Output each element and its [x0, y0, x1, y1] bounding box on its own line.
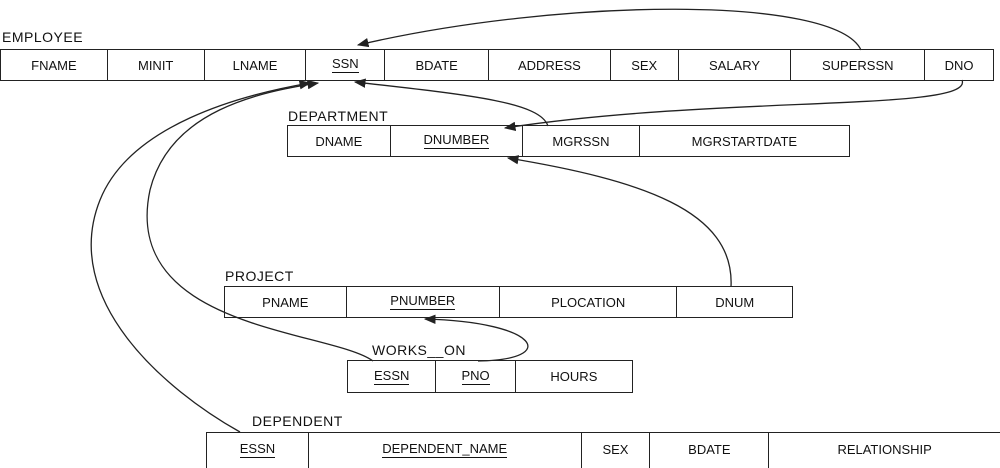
employee-col-ssn: SSN [306, 50, 386, 80]
dependent-table-title: DEPENDENT [252, 413, 343, 429]
dependent-col-bdate: BDATE [650, 433, 770, 468]
department-col-dnumber: DNUMBER [391, 126, 524, 156]
dependent-col-sex: SEX [582, 433, 651, 468]
dependent-col-dependent-name: DEPENDENT_NAME [309, 433, 582, 468]
department-table-title: DEPARTMENT [288, 108, 389, 124]
fk-works-on-essn-to-employee-ssn [146, 79, 374, 362]
employee-col-dno: DNO [944, 57, 974, 73]
project-table-title: PROJECT [225, 268, 294, 284]
project-table: PNAME PNUMBER PLOCATION DNUM [224, 286, 793, 318]
fk-works-on-pno-to-project-pnumber [423, 314, 529, 362]
works-on-table-title: WORKS__ON [372, 342, 466, 358]
employee-col-address: ADDRESS [489, 50, 611, 80]
department-table: DNAME DNUMBER MGRSSN MGRSTARTDATE [287, 125, 850, 157]
employee-table-title: EMPLOYEE [2, 29, 84, 45]
fk-department-mgrssn-to-employee-ssn [353, 78, 549, 127]
fk-dependent-essn-to-employee-ssn [90, 80, 312, 433]
works-on-col-pno: PNO [436, 361, 516, 392]
project-col-dnum: DNUM [715, 294, 755, 310]
employee-col-bdate: BDATE [385, 50, 490, 80]
fk-project-dnum-to-department-dnumber [506, 155, 732, 288]
works-on-col-hours: HOURS [550, 369, 598, 384]
project-col-pnumber: PNUMBER [347, 287, 501, 317]
dependent-col-essn: ESSN [207, 433, 309, 468]
works-on-table: ESSN PNO HOURS [347, 360, 633, 393]
department-col-mgrstartdate: MGRSTARTDATE [691, 133, 798, 149]
employee-col-salary: SALARY [679, 50, 792, 80]
department-col-dname: DNAME [288, 126, 391, 156]
fk-employee-superssn-to-ssn [356, 8, 862, 51]
dependent-col-relationship: RELATIONSHIP [837, 442, 932, 457]
employee-col-fname: FNAME [1, 50, 108, 80]
works-on-col-essn: ESSN [348, 361, 437, 392]
fk-employee-dno-to-department-dnumber [503, 79, 963, 132]
employee-col-minit: MINIT [108, 50, 205, 80]
department-col-mgrssn: MGRSSN [523, 126, 640, 156]
employee-col-sex: SEX [611, 50, 679, 80]
project-col-plocation: PLOCATION [500, 287, 678, 317]
employee-col-lname: LNAME [205, 50, 307, 80]
employee-table: FNAME MINIT LNAME SSN BDATE ADDRESS SEX … [0, 49, 994, 81]
employee-col-superssn: SUPERSSN [791, 50, 926, 80]
project-col-pname: PNAME [225, 287, 347, 317]
